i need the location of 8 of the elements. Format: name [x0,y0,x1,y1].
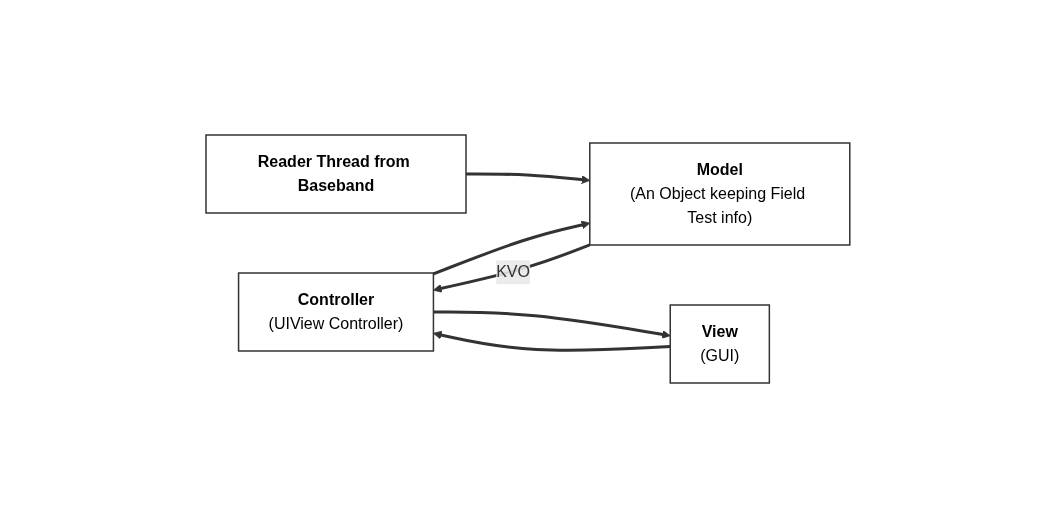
arrow [433,310,671,339]
node-box: View (GUI) [669,303,771,384]
arrow [433,242,591,293]
edge-label: KVO [496,262,531,280]
node-box: Reader Thread from Baseband [205,133,467,214]
node-box: Model (An Object keeping Field Test info) [589,141,851,246]
node-box: Controller (UIView Controller) [237,271,435,352]
arrow [433,330,671,352]
